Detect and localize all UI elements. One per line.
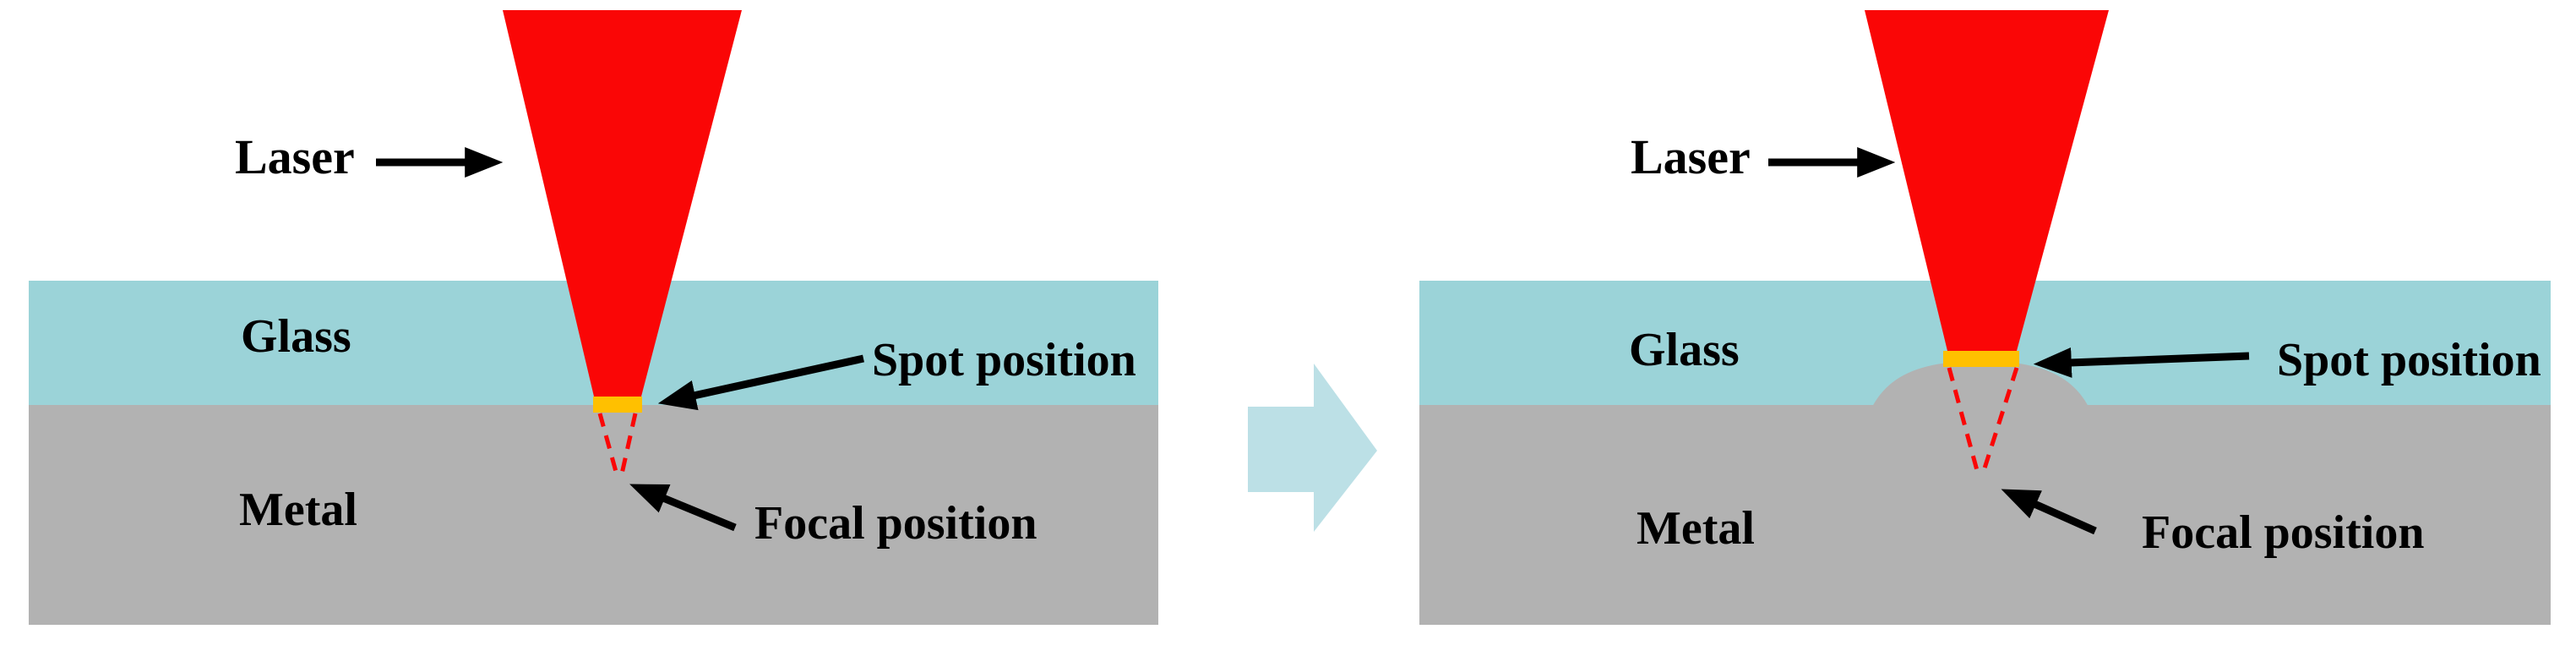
- glass-label: Glass: [241, 310, 351, 363]
- panel-before: Laser Glass Metal Spot position Focal po…: [29, 10, 1158, 625]
- glass-label: Glass: [1629, 324, 1740, 376]
- laser-beam-cone: [1865, 10, 2109, 351]
- metal-label: Metal: [239, 484, 357, 536]
- focal-position-label: Focal position: [754, 497, 1037, 550]
- metal-layer: [1419, 405, 2551, 625]
- spot-position-arrow: [2033, 347, 2250, 378]
- focal-position-label: Focal position: [2142, 506, 2424, 559]
- laser-spot: [593, 397, 642, 413]
- laser-label: Laser: [1631, 129, 1751, 184]
- spot-position-label: Spot position: [872, 334, 1136, 386]
- metal-layer: [29, 405, 1158, 625]
- spot-position-arrow: [657, 354, 864, 411]
- focal-dashed-lines: [1947, 367, 2019, 474]
- focal-position-arrow: [629, 484, 737, 532]
- laser-label: Laser: [235, 129, 355, 184]
- focal-dashed-lines: [597, 413, 638, 479]
- metal-label: Metal: [1637, 502, 1755, 555]
- laser-spot: [1943, 351, 2019, 367]
- focal-position-arrow: [2001, 489, 2097, 535]
- transition-right-arrow-icon: [1248, 364, 1377, 532]
- panel-after: Laser Glass Metal Spot position Focal po…: [1419, 10, 2551, 625]
- laser-beam-cone: [503, 10, 742, 397]
- spot-position-label: Spot position: [2277, 334, 2541, 386]
